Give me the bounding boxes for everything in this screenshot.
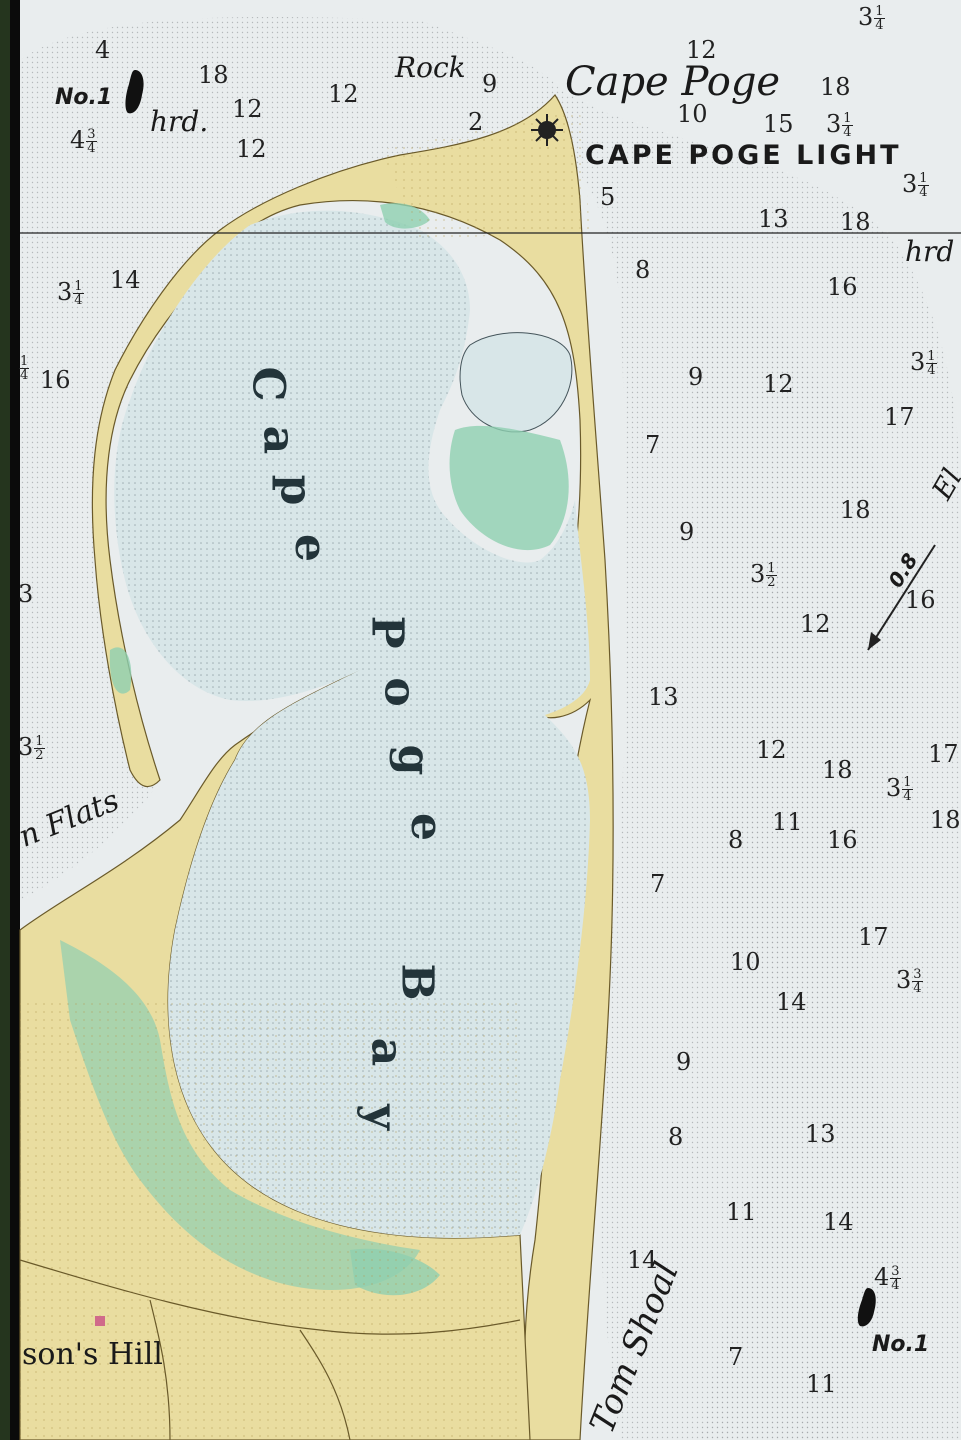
lighthouse-icon xyxy=(531,114,563,146)
sounding: 3 xyxy=(18,580,34,608)
sounding: 14 xyxy=(627,1246,658,1274)
label-cape-poge: Cape Poge xyxy=(565,59,781,105)
sounding: 18 xyxy=(930,806,961,834)
sounding: 14 xyxy=(776,988,807,1016)
sounding: 8 xyxy=(668,1123,684,1151)
sounding: 8 xyxy=(728,826,744,854)
sounding: 7 xyxy=(645,431,661,459)
chart-green-edge xyxy=(0,0,10,1440)
bay-letter: a xyxy=(253,425,305,455)
sounding: 18 xyxy=(820,73,851,101)
cape-poge-bay-dots xyxy=(114,210,591,1238)
sounding: 2 xyxy=(468,108,484,136)
sounding: 12 xyxy=(232,95,263,123)
bay-letter: o xyxy=(374,677,426,707)
sounding: 16 xyxy=(827,826,858,854)
building-icon xyxy=(95,1316,105,1326)
bay-letter: B xyxy=(391,963,443,1001)
sounding: 11 xyxy=(726,1198,757,1226)
dune-texture-north xyxy=(380,110,590,240)
sounding: 15 xyxy=(763,110,794,138)
sounding: 18 xyxy=(822,756,853,784)
sounding: 10 xyxy=(677,100,708,128)
sounding: 12 xyxy=(686,36,717,64)
current-arrow-icon xyxy=(867,544,936,651)
sounding: 12 xyxy=(756,736,787,764)
sounding: 12 xyxy=(236,135,267,163)
sounding: 8 xyxy=(635,256,651,284)
bay-letter: a xyxy=(361,1037,413,1067)
sounding: 16 xyxy=(40,366,71,394)
sounding: 12 xyxy=(763,370,794,398)
label-cape-poge-light: CAPE POGE LIGHT xyxy=(585,140,902,171)
sounding: 9 xyxy=(688,363,704,391)
sounding: 17 xyxy=(884,403,915,431)
sounding: 7 xyxy=(650,870,666,898)
bay-letter: C xyxy=(242,366,294,402)
buoy-label: No.1 xyxy=(872,1332,930,1357)
bay-letter: p xyxy=(270,474,322,506)
bay-letter: y xyxy=(355,1104,407,1130)
label-hrd-left: hrd. xyxy=(150,105,209,138)
sounding: 18 xyxy=(840,208,871,236)
sounding: 9 xyxy=(679,518,695,546)
sounding: 13 xyxy=(648,683,679,711)
sounding: 17 xyxy=(858,923,889,951)
label-hill: son's Hill xyxy=(22,1337,163,1372)
bay-letter: g xyxy=(388,744,440,776)
sounding: 9 xyxy=(676,1048,692,1076)
marsh-patch xyxy=(449,425,569,551)
sounding: 14 xyxy=(110,266,141,294)
sounding: 9 xyxy=(482,70,498,98)
bay-letter: e xyxy=(285,534,336,562)
sounding: 17 xyxy=(928,740,959,768)
inner-pond xyxy=(459,332,573,433)
label-rock: Rock xyxy=(395,51,466,84)
sounding: 11 xyxy=(806,1370,837,1398)
buoy-label: No.1 xyxy=(55,85,113,110)
dune-texture xyxy=(20,1000,520,1440)
sounding: 4 xyxy=(95,36,111,64)
buoy-icon xyxy=(857,1288,876,1327)
bay-letter: P xyxy=(361,615,413,649)
buoy-icon xyxy=(125,70,144,114)
sounding: 13 xyxy=(805,1120,836,1148)
label-hrd-right: hrd xyxy=(905,235,955,268)
sounding: 13 xyxy=(758,205,789,233)
sounding: 12 xyxy=(328,80,359,108)
current-arrowhead-icon xyxy=(868,632,881,650)
bay-letter: e xyxy=(401,813,452,841)
shoal-stipple-east xyxy=(694,250,913,1440)
marsh-patch xyxy=(109,647,132,694)
sounding: 5 xyxy=(600,183,616,211)
sounding: 7 xyxy=(728,1343,744,1371)
sounding: 18 xyxy=(840,496,871,524)
sounding: 12 xyxy=(800,610,831,638)
sounding: 14 xyxy=(823,1208,854,1236)
sounding: 11 xyxy=(772,808,803,836)
roads xyxy=(19,1259,521,1440)
sounding: 10 xyxy=(730,948,761,976)
sounding: 18 xyxy=(198,61,229,89)
sounding: 16 xyxy=(827,273,858,301)
sounding: 16 xyxy=(905,586,936,614)
